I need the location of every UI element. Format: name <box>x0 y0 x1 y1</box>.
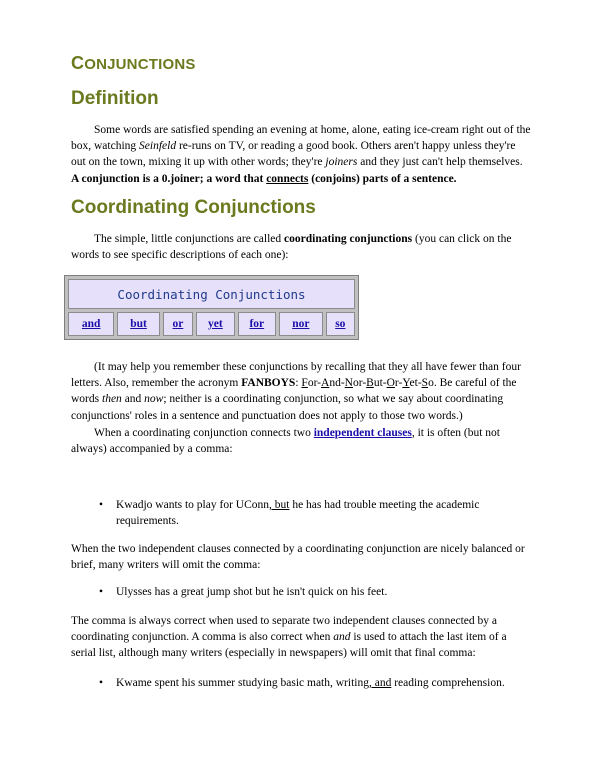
link-yet[interactable]: yet <box>208 318 223 330</box>
list-item: Ulysses has a great jump shot but he isn… <box>99 584 526 600</box>
when-paragraph: When a coordinating conjunction connects… <box>71 427 500 456</box>
balanced-paragraph: When the two independent clauses connect… <box>71 543 525 572</box>
table-header: Coordinating Conjunctions <box>68 279 355 309</box>
coordinating-heading: Coordinating Conjunctions <box>71 197 316 218</box>
link-but[interactable]: but <box>130 318 147 330</box>
comma-paragraph: The comma is always correct when used to… <box>71 615 507 660</box>
page-title: CONJUNCTIONS <box>71 53 196 73</box>
table-cell: but <box>117 312 160 336</box>
link-or[interactable]: or <box>172 318 184 330</box>
link-nor[interactable]: nor <box>292 318 310 330</box>
table-cell: or <box>162 312 194 336</box>
link-so[interactable]: so <box>335 318 346 330</box>
table-cell: for <box>237 312 276 336</box>
link-for[interactable]: for <box>249 318 265 330</box>
conjunctions-table: Coordinating Conjunctions and but or yet… <box>64 275 359 340</box>
definition-heading: Definition <box>71 88 159 109</box>
table-cell: and <box>68 312 115 336</box>
link-and[interactable]: and <box>81 318 101 330</box>
list-item: Kwadjo wants to play for UConn, but he h… <box>99 497 526 529</box>
list-item: Kwame spent his summer studying basic ma… <box>99 675 526 691</box>
independent-clauses-link[interactable]: independent clauses <box>313 427 412 439</box>
table-cell: nor <box>278 312 323 336</box>
table-cell: yet <box>196 312 235 336</box>
fanboys-paragraph: (It may help you remember these conjunct… <box>71 361 521 422</box>
definition-paragraph: Some words are satisfied spending an eve… <box>71 124 531 185</box>
intro-paragraph: The simple, little conjunctions are call… <box>71 233 512 262</box>
table-cell: so <box>325 312 355 336</box>
